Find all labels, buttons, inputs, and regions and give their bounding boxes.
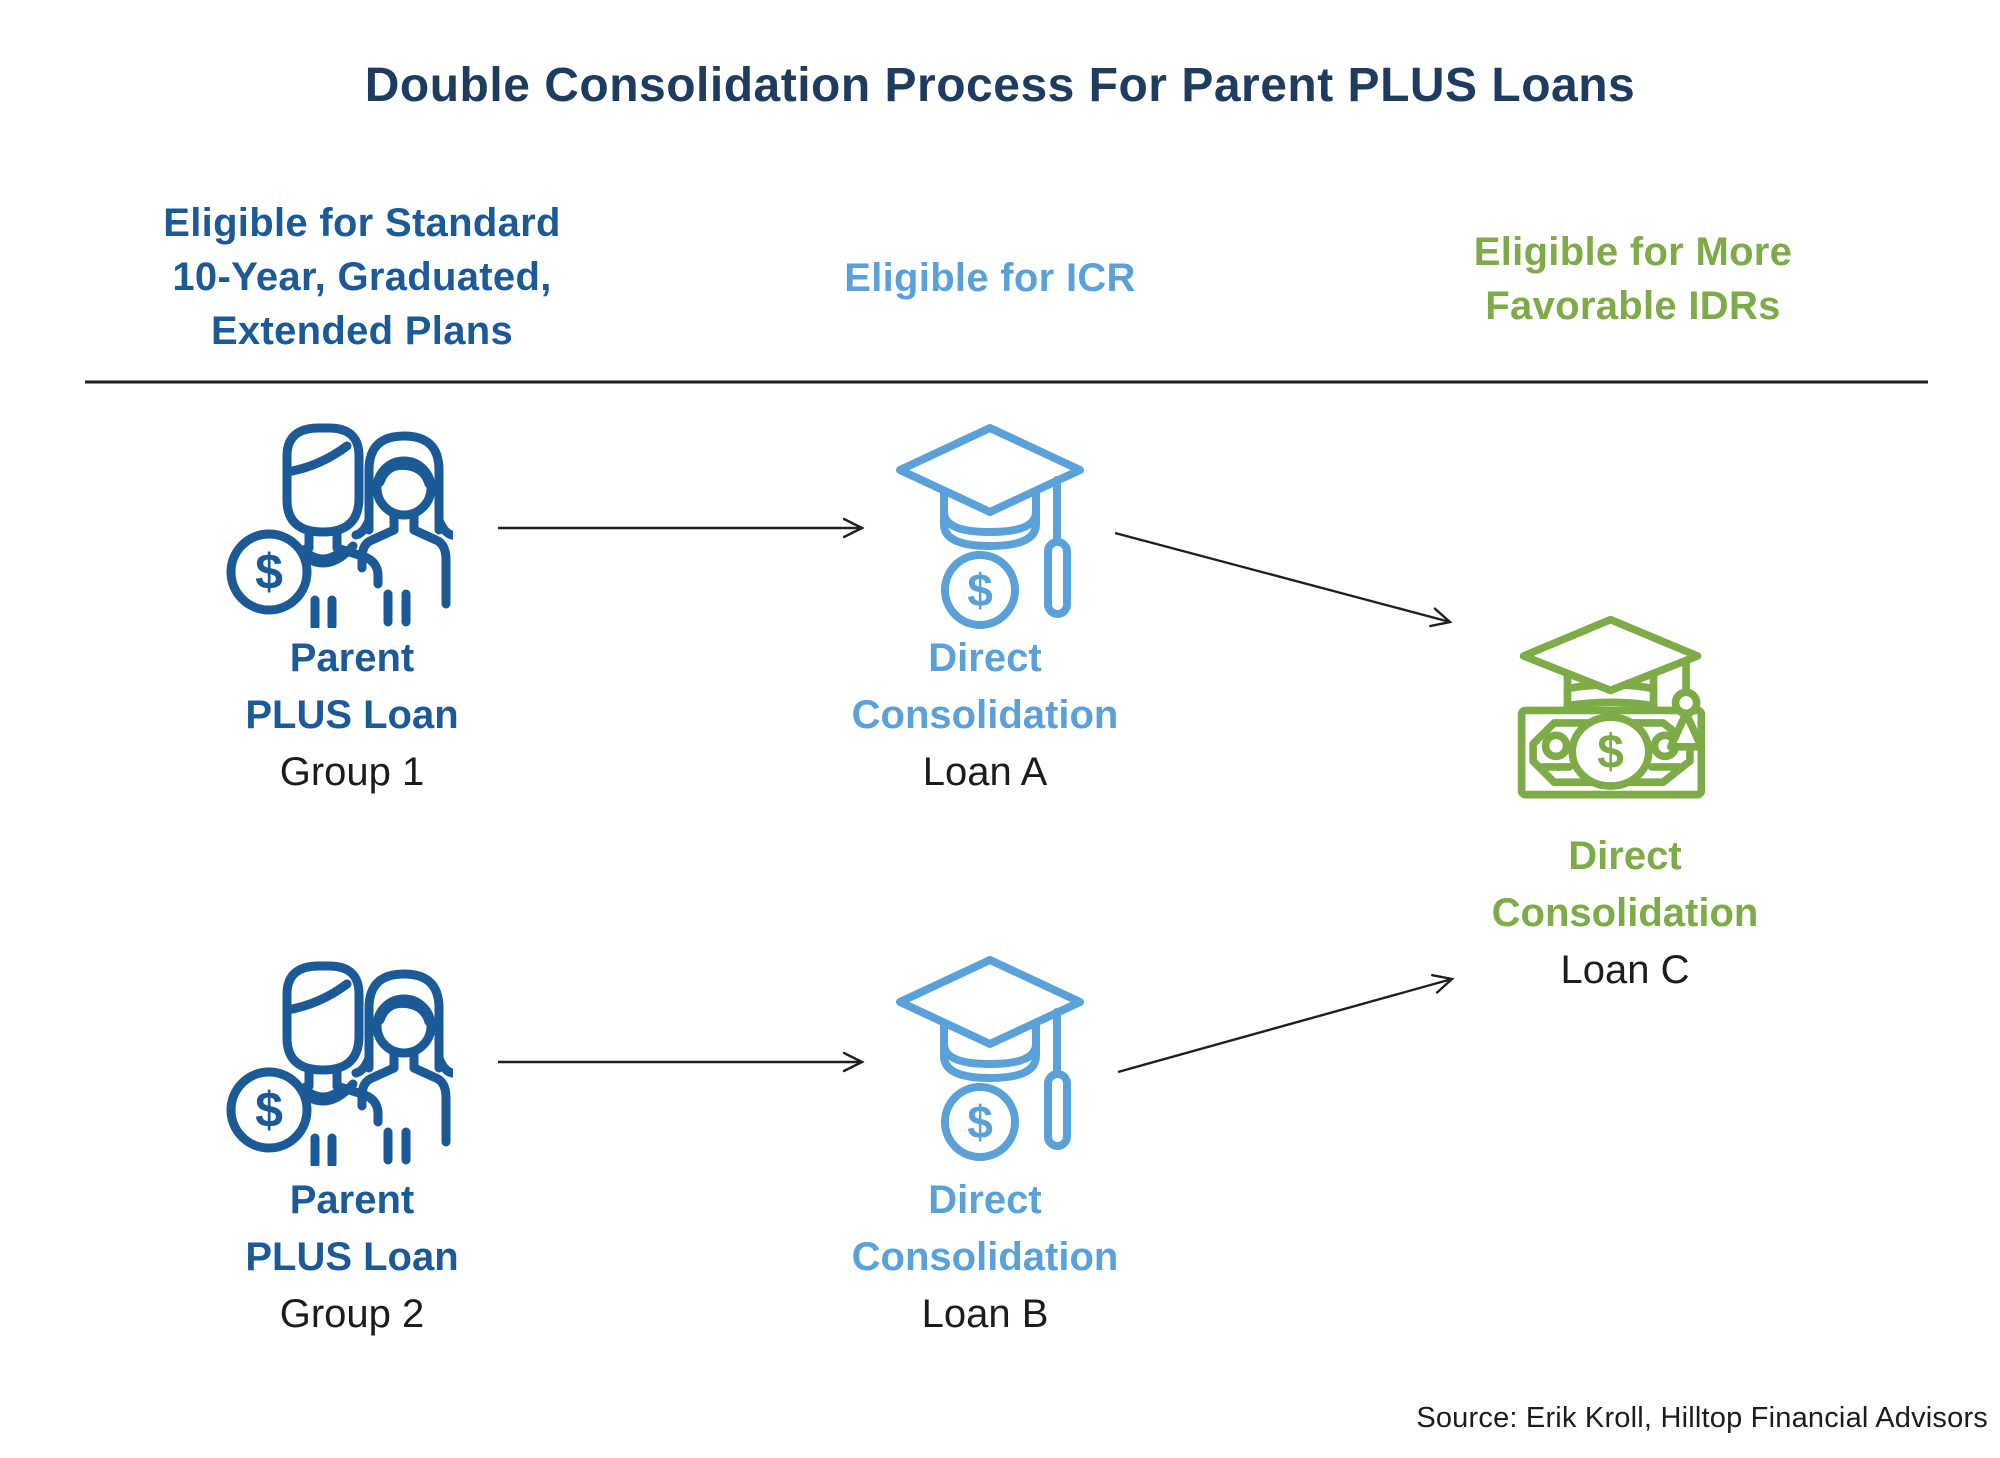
grad-cap-dollar-icon xyxy=(890,418,1090,633)
node-label-parent-plus-group-1: Parent PLUS Loan Group 1 xyxy=(132,630,572,801)
arrow-loan-a-to-loan-c xyxy=(1114,531,1453,628)
node-label-direct-consolidation-loan-b: Direct Consolidation Loan B xyxy=(765,1172,1205,1343)
column-header-line: Extended Plans xyxy=(210,309,514,353)
column-header-line: Favorable IDRs xyxy=(1485,284,1781,328)
node-label-detail: Loan C xyxy=(1560,948,1690,992)
column-header-line: Eligible for ICR xyxy=(844,256,1136,300)
node-label-line: Direct xyxy=(1568,834,1682,878)
column-header-line: 10-Year, Graduated, xyxy=(172,255,552,299)
node-label-detail: Loan A xyxy=(922,750,1048,794)
node-label-detail: Group 2 xyxy=(279,1292,425,1336)
grad-cap-dollar-icon xyxy=(890,950,1090,1165)
node-label-line: Parent xyxy=(289,636,415,680)
column-header-line: Eligible for More xyxy=(1473,230,1793,274)
source-credit: Source: Erik Kroll, Hilltop Financial Ad… xyxy=(1416,1402,1988,1434)
node-label-line: Direct xyxy=(928,636,1042,680)
node-label-line: Direct xyxy=(928,1178,1042,1222)
banknote-grad-cap-icon xyxy=(1508,612,1714,808)
node-label-line: Consolidation xyxy=(851,693,1119,737)
node-label-detail: Loan B xyxy=(921,1292,1049,1336)
node-label-line: Consolidation xyxy=(851,1235,1119,1279)
node-label-direct-consolidation-loan-a: Direct Consolidation Loan A xyxy=(765,630,1205,801)
node-label-line: PLUS Loan xyxy=(245,1235,459,1279)
arrow-loan-b-to-loan-c xyxy=(1117,973,1455,1074)
node-label-parent-plus-group-2: Parent PLUS Loan Group 2 xyxy=(132,1172,572,1343)
node-label-line: Consolidation xyxy=(1491,891,1759,935)
node-label-line: Parent xyxy=(289,1178,415,1222)
node-label-line: PLUS Loan xyxy=(245,693,459,737)
parents-dollar-icon xyxy=(222,946,454,1166)
column-header-favorable-idrs: Eligible for More Favorable IDRs xyxy=(1333,225,1933,333)
column-header-line: Eligible for Standard xyxy=(163,201,561,245)
column-header-icr: Eligible for ICR xyxy=(690,251,1290,305)
node-label-detail: Group 1 xyxy=(279,750,425,794)
parents-dollar-icon xyxy=(222,408,454,628)
column-header-standard-plans: Eligible for Standard 10-Year, Graduated… xyxy=(62,196,662,358)
page-title: Double Consolidation Process For Parent … xyxy=(364,59,1636,112)
node-label-direct-consolidation-loan-c: Direct Consolidation Loan C xyxy=(1405,828,1845,999)
